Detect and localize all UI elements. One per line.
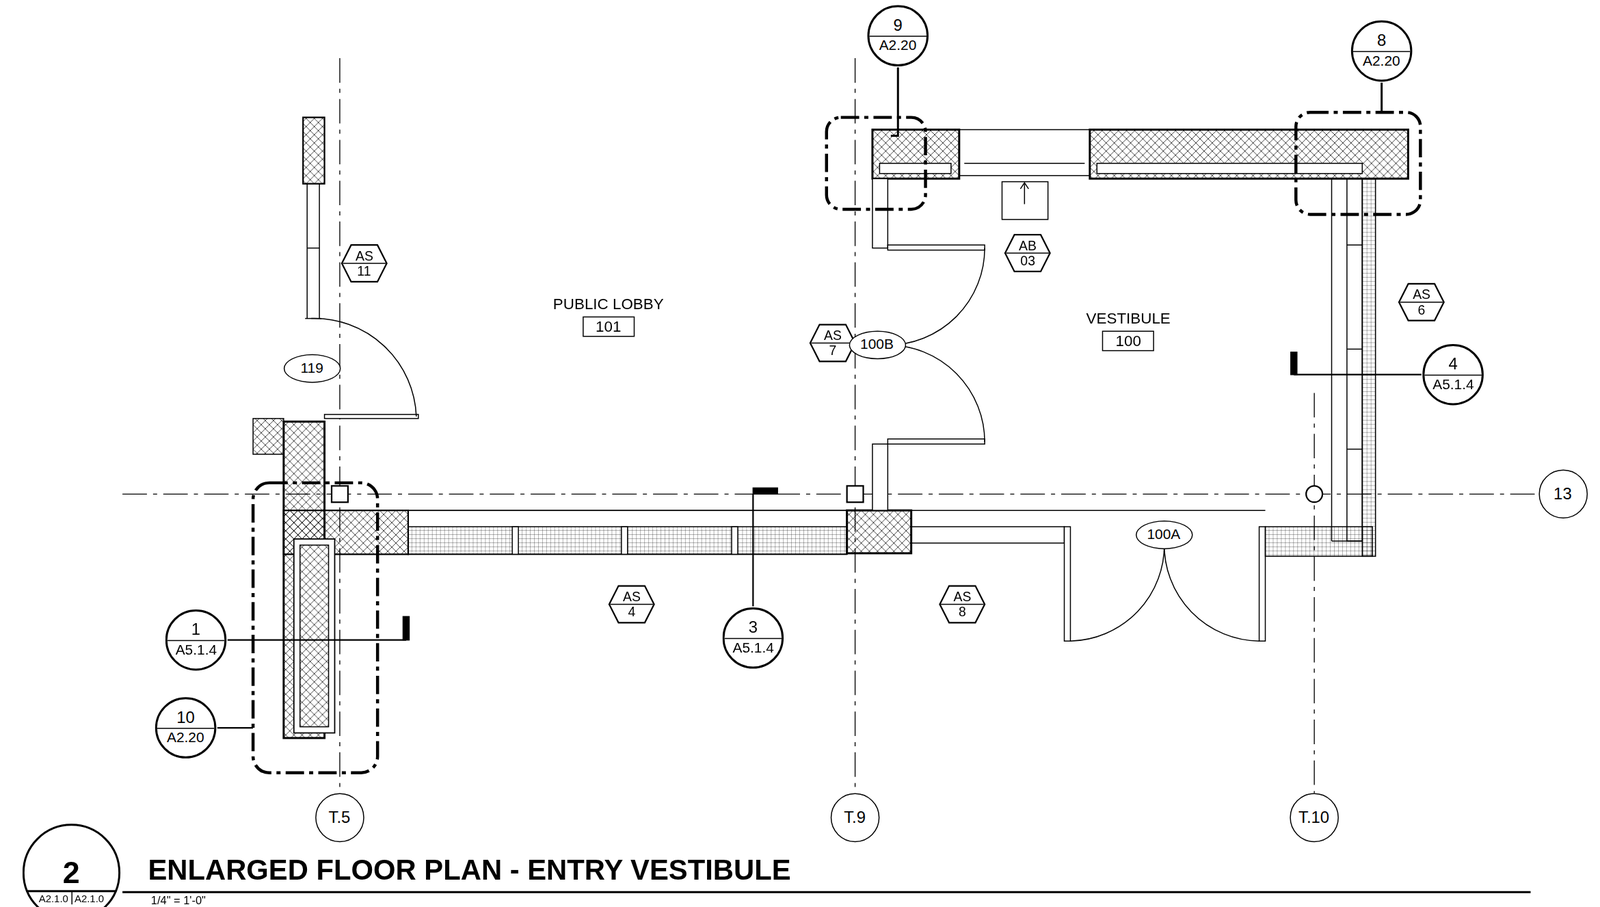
divider-line — [1424, 374, 1482, 376]
sheet-number: A5.1.4 — [732, 640, 775, 656]
room-tag: PUBLIC LOBBY 101 — [553, 296, 664, 338]
assembly-tag: AS11 — [340, 244, 388, 284]
callout-number: 9 — [893, 16, 903, 35]
callout-number: 1 — [191, 620, 201, 638]
hexagon-shape — [939, 585, 985, 623]
section-callout: 4A5.1.4 — [1422, 343, 1484, 406]
room-number-box: 100 — [1102, 330, 1155, 352]
tag-type: AS — [953, 590, 972, 605]
grid-bubble: 13 — [1538, 469, 1588, 519]
divider-line — [869, 34, 927, 37]
callout-number: 8 — [1377, 31, 1386, 50]
grid-bubble: T.10 — [1289, 793, 1339, 843]
tag-number: 4 — [628, 605, 636, 620]
door-number: 100A — [1146, 526, 1181, 543]
grid-bubble: T.5 — [315, 793, 365, 843]
hexagon-shape — [1398, 283, 1445, 321]
section-callout: 3A5.1.4 — [722, 607, 785, 669]
sheet-number: A2.20 — [166, 729, 205, 746]
hexagon-shape — [810, 324, 856, 362]
grid-label: T.10 — [1298, 807, 1330, 826]
callout-number: 3 — [748, 618, 758, 636]
tag-type: AS — [1412, 287, 1431, 303]
divider-line — [167, 639, 225, 641]
tag-type: AS — [355, 248, 374, 264]
hexagon-shape — [341, 244, 388, 282]
sheet-reference: A2.1.0 — [74, 892, 104, 904]
assembly-tag: AS4 — [607, 584, 656, 624]
section-callout: 1A5.1.4 — [165, 609, 228, 671]
drawing-title-bubble: 2A2.1.0 A2.1.0 — [22, 823, 121, 907]
callout-number: 10 — [176, 708, 195, 727]
room-number: 100 — [1115, 332, 1142, 350]
section-callout: 10A2.20 — [155, 696, 217, 759]
door-tag: 119 — [283, 354, 342, 383]
sheet-number: A5.1.4 — [175, 642, 217, 658]
grid-bubble: T.9 — [830, 793, 880, 843]
room-name: VESTIBULE — [1086, 310, 1171, 328]
callout-number: 4 — [1448, 354, 1458, 373]
assembly-tag: AS8 — [938, 584, 986, 624]
section-callout: 8A2.20 — [1351, 20, 1413, 83]
door-number: 100B — [860, 336, 894, 353]
room-tag: VESTIBULE 100 — [1086, 310, 1171, 352]
tag-type: AS — [823, 328, 842, 344]
tag-number: 8 — [958, 605, 967, 620]
tag-type: AB — [1018, 238, 1037, 253]
room-name: PUBLIC LOBBY — [553, 296, 664, 314]
tag-number: 11 — [356, 264, 371, 279]
sheet-number: A2.20 — [1362, 53, 1401, 70]
divider-line — [71, 890, 72, 904]
divider-line — [157, 726, 215, 729]
grid-label: 13 — [1553, 484, 1572, 502]
door-tag: 100A — [1135, 520, 1194, 550]
room-number-box: 101 — [582, 315, 635, 338]
tag-number: 03 — [1020, 254, 1036, 269]
hexagon-shape — [609, 585, 655, 623]
room-number: 101 — [595, 317, 621, 336]
assembly-tag: AS6 — [1398, 282, 1446, 322]
drawing-title: ENLARGED FLOOR PLAN - ENTRY VESTIBULE — [147, 855, 791, 887]
tag-number: 6 — [1418, 302, 1426, 318]
grid-label: T.5 — [328, 807, 351, 826]
drawing-number: 2 — [62, 855, 80, 889]
tag-number: 7 — [829, 343, 837, 359]
sheet-number: A5.1.4 — [1432, 376, 1474, 393]
scale-note: 1/4" = 1'-0" — [151, 893, 206, 906]
assembly-tag: AB03 — [1003, 233, 1051, 273]
divider-line — [724, 637, 783, 639]
tag-type: AS — [622, 590, 641, 605]
door-tag: 100B — [849, 330, 907, 360]
divider-line — [1353, 50, 1411, 52]
grid-label: T.9 — [843, 807, 866, 826]
sheet-number: A2.20 — [879, 37, 917, 54]
sheet-reference: A2.1.0 — [38, 892, 69, 904]
section-callout: 9A2.20 — [867, 4, 929, 67]
door-number: 119 — [300, 360, 323, 377]
hexagon-shape — [1005, 234, 1051, 272]
